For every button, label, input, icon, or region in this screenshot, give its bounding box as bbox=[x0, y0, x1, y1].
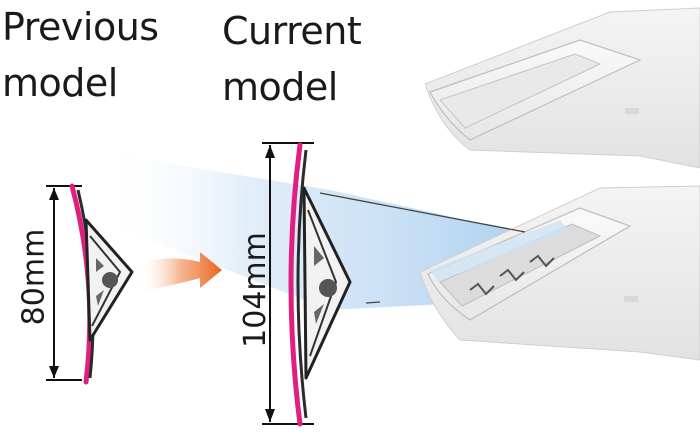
previous-dimension-label: 80mm bbox=[16, 228, 52, 326]
previous-flap bbox=[46, 183, 134, 385]
current-model-label-line2: model bbox=[222, 65, 338, 109]
current-flap bbox=[262, 142, 352, 427]
previous-model-label: Previous bbox=[2, 5, 159, 49]
current-dimension-label: 104mm bbox=[237, 232, 273, 348]
current-model-label: Current bbox=[222, 9, 362, 53]
previous-model-label-line2: model bbox=[2, 61, 118, 105]
lower-ac-unit bbox=[419, 185, 700, 361]
link-line bbox=[319, 192, 526, 233]
upper-ac-unit bbox=[424, 7, 700, 169]
arrow-icon bbox=[138, 252, 222, 292]
